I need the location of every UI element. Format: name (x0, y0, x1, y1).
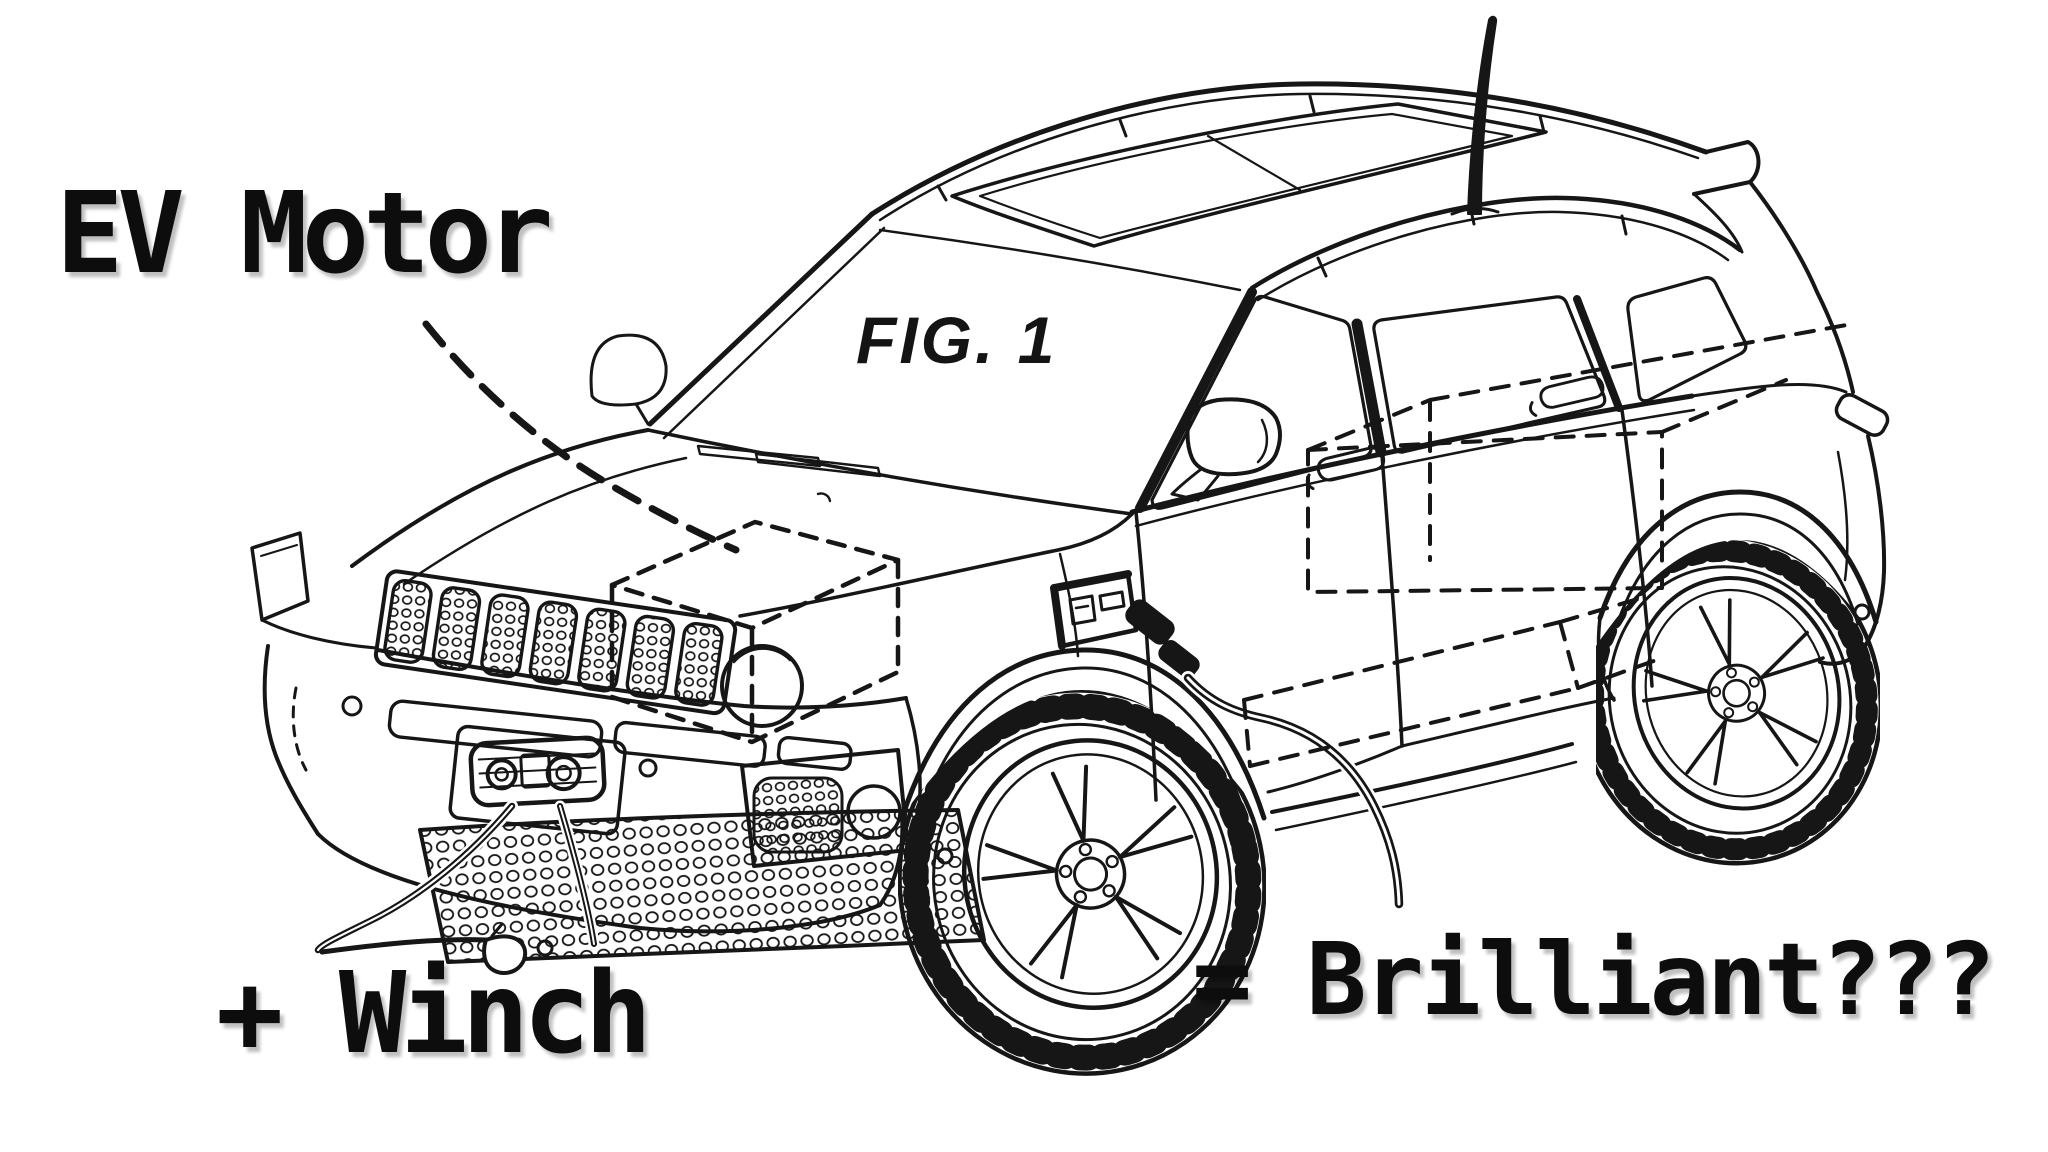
wiper-blade (696, 444, 822, 468)
tow-hook (482, 934, 528, 975)
winch-label: + Winch (216, 949, 652, 1079)
c-pillar (1573, 295, 1623, 412)
floor-battery-dashed-box (1242, 594, 1664, 768)
a-pillar-far (647, 211, 875, 427)
wheel-arches (899, 489, 1879, 821)
roof-antenna (1450, 15, 1500, 216)
hood-and-windshield (350, 211, 1242, 658)
taillight (1834, 393, 1890, 437)
winch-icon (448, 724, 627, 836)
b-pillar (1351, 318, 1387, 458)
charging-plug (1125, 599, 1175, 645)
a-pillar-near (1135, 287, 1257, 513)
far-side-mirror (589, 333, 668, 407)
headlight (720, 644, 804, 728)
figure-caption: FIG. 1 (856, 303, 1058, 377)
lower-grille-mesh (418, 808, 986, 964)
rear-window (1372, 295, 1607, 454)
winch-cable (312, 800, 600, 975)
battery-dashed-box (1306, 322, 1854, 594)
charge-port (1050, 570, 1200, 678)
charging-cable (1181, 671, 1406, 911)
bumper-slats (387, 699, 853, 771)
jeep-grille (373, 569, 738, 716)
door-handle-rear (1529, 375, 1605, 417)
quarter-window (1626, 276, 1748, 403)
ev-motor-dashed-box (609, 519, 901, 745)
side-mirror (1170, 397, 1282, 502)
front-face (250, 531, 986, 964)
roof-rail (1249, 195, 1743, 291)
wiper-blade (754, 452, 882, 478)
roof-and-rear (869, 15, 1890, 666)
sunroof (950, 102, 1548, 248)
front-window (1150, 294, 1373, 510)
body-side (1129, 276, 1848, 832)
ev-motor-label: EV Motor (56, 169, 553, 299)
ev-motor-leader-line (422, 320, 740, 554)
fog-lamp (740, 748, 910, 868)
rear-wheel (1596, 540, 1880, 866)
far-headlight (250, 531, 310, 622)
verdict-label: = Brilliant??? (1192, 921, 1996, 1038)
front-wheel (898, 690, 1266, 1076)
